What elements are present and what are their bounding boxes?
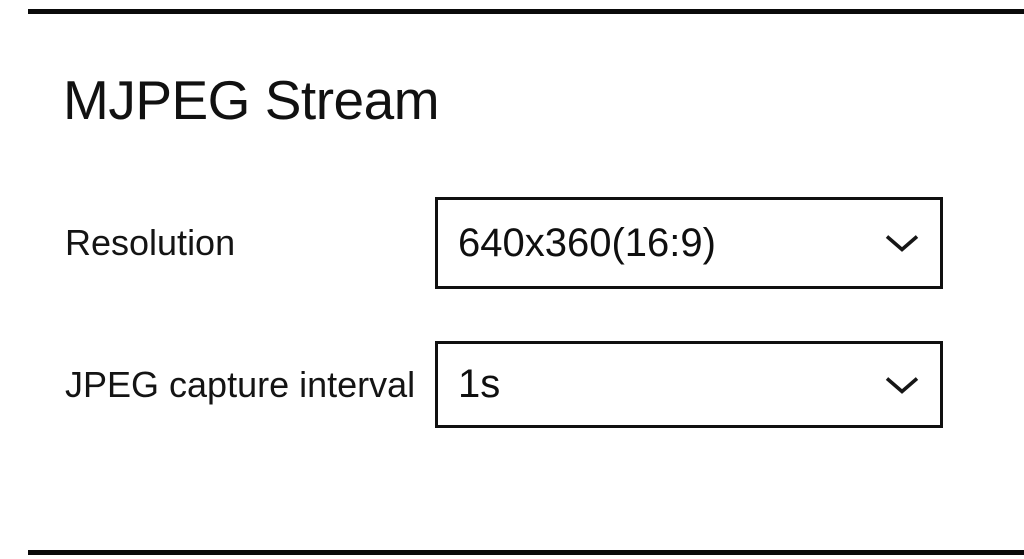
chevron-down-icon bbox=[885, 375, 919, 395]
jpeg-capture-interval-selected-value: 1s bbox=[458, 362, 501, 406]
bottom-black-bar bbox=[28, 550, 1024, 555]
page-title: MJPEG Stream bbox=[63, 69, 440, 131]
chevron-down-icon bbox=[885, 233, 919, 253]
resolution-selected-value: 640x360(16:9) bbox=[458, 220, 716, 265]
resolution-select[interactable]: 640x360(16:9) bbox=[435, 197, 943, 289]
jpeg-capture-interval-field-row: JPEG capture interval 1s bbox=[0, 341, 1024, 428]
jpeg-capture-interval-select[interactable]: 1s bbox=[435, 341, 943, 428]
top-black-bar bbox=[28, 9, 1024, 14]
resolution-label: Resolution bbox=[65, 222, 236, 263]
resolution-field-row: Resolution 640x360(16:9) bbox=[0, 197, 1024, 289]
jpeg-capture-interval-label: JPEG capture interval bbox=[65, 363, 416, 405]
